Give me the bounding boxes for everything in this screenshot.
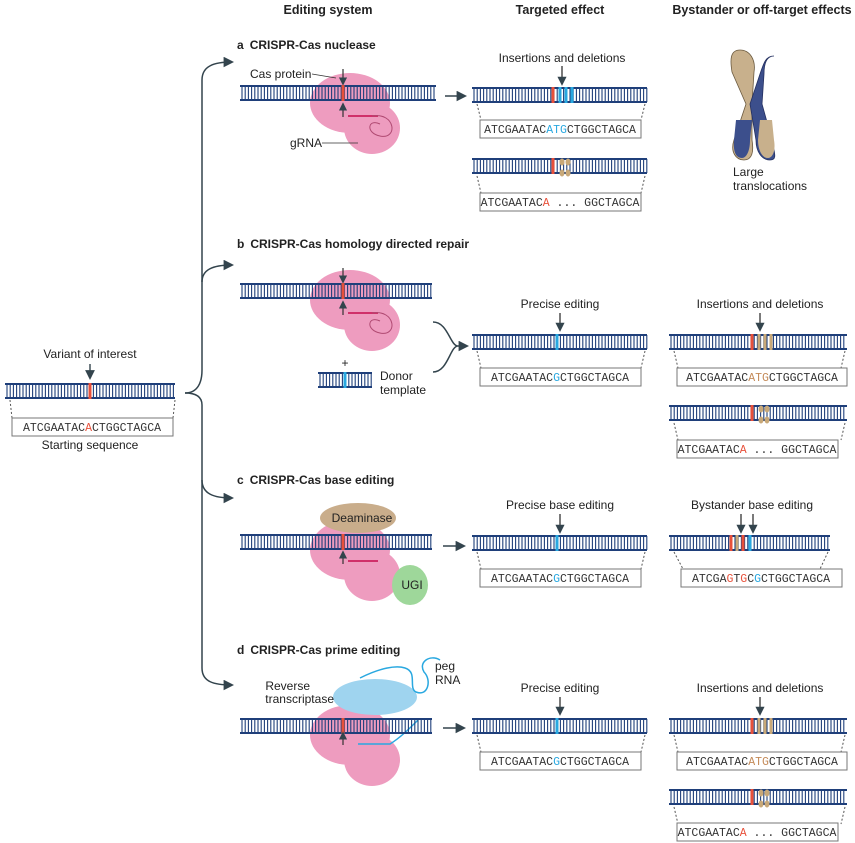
section-b-off-label: Insertions and deletions — [697, 297, 824, 311]
section-a-targeted-dna2 — [472, 158, 648, 174]
section-d-dna — [240, 718, 432, 734]
section-b-off2-box — [676, 439, 839, 459]
section-a-dna — [240, 85, 436, 101]
section-b-off1-text: ATCGAATACATGCTGGCTAGCA — [686, 372, 838, 385]
section-b-off-dna2 — [669, 405, 847, 421]
section-b-off-dna1 — [669, 334, 847, 350]
section-b-off1-box — [676, 367, 848, 387]
peg-label: peg — [435, 659, 455, 673]
ugi-label: UGI — [401, 578, 422, 592]
section-a-seq1-text: ATCGAATACATGCTGGCTAGCA — [484, 124, 636, 137]
grna-label: gRNA — [290, 136, 322, 150]
starting-sequence-caption: Starting sequence — [42, 438, 139, 452]
section-a-seq1-box — [479, 119, 642, 139]
section-d-off1-text: ATCGAATACATGCTGGCTAGCA — [686, 756, 838, 769]
variant-of-interest-label: Variant of interest — [43, 347, 137, 361]
section-a-targeted-label: Insertions and deletions — [499, 51, 626, 65]
plus-sign: + — [341, 356, 348, 370]
section-c-off-label: Bystander base editing — [691, 498, 813, 512]
header-editing-system: Editing system — [284, 3, 373, 17]
reverse-label: Reverse — [265, 679, 310, 693]
section-d-off1-box — [676, 751, 848, 771]
section-d-targeted-label: Precise editing — [521, 681, 600, 695]
section-d-seq-text: ATCGAATACGCTGGCTAGCA — [491, 756, 629, 769]
translocations-label: translocations — [733, 179, 807, 193]
peg-rna-strand — [359, 657, 441, 694]
start-seq-text: ATCGAATACACTGGCTAGCA — [23, 422, 161, 435]
section-d-off-dna2 — [669, 789, 847, 805]
header-targeted-effect: Targeted effect — [516, 3, 606, 17]
start-seq-box — [11, 417, 174, 437]
section-c-off-text: ATCGAGTGCGCTGGCTAGCA — [692, 573, 830, 586]
section-d-off-dna1 — [669, 718, 847, 734]
rna-label: RNA — [435, 673, 460, 687]
section-d-off2-text: ATCGAATACA ... GGCTAGCA — [678, 827, 837, 840]
section-b-dna — [240, 283, 432, 299]
deaminase-label: Deaminase — [332, 511, 393, 525]
header-bystander-effects: Bystander or off-target effects — [672, 3, 851, 17]
section-c-off-box — [680, 568, 843, 588]
section-a-seq2-box — [479, 192, 642, 212]
section-d-targeted-dna — [472, 718, 648, 734]
section-c-dna — [240, 534, 432, 550]
section-b-targeted-label: Precise editing — [521, 297, 600, 311]
chromosome-translocation-icon — [730, 49, 776, 161]
section-b-seq-box — [479, 367, 642, 387]
starting-sequence-group: Variant of interest ATCGAATACACTGGCTAGCA… — [5, 347, 176, 452]
section-a-seq2-text: ATCGAATACA ... GGCTAGCA — [481, 197, 640, 210]
section-b-targeted-dna — [472, 334, 648, 350]
section-b-seq-text: ATCGAATACGCTGGCTAGCA — [491, 372, 629, 385]
section-d-off2-box — [676, 822, 839, 842]
section-c-targeted-label: Precise base editing — [506, 498, 614, 512]
branch-connector — [184, 56, 235, 691]
section-c-off-dna — [669, 535, 830, 551]
template-label: template — [380, 383, 426, 397]
section-a-targeted-dna1 — [472, 87, 648, 103]
section-c-seq-text: ATCGAATACGCTGGCTAGCA — [491, 573, 629, 586]
donor-template-dna — [318, 372, 372, 388]
cas-protein-label: Cas protein — [250, 67, 311, 81]
transcriptase-label: transcriptase — [265, 692, 334, 706]
ugi-shape — [392, 565, 428, 605]
donor-label: Donor — [380, 369, 413, 383]
section-d-off-label: Insertions and deletions — [697, 681, 824, 695]
reverse-transcriptase-shape — [333, 679, 417, 715]
section-d-seq-box — [479, 751, 642, 771]
section-c-targeted-dna — [472, 535, 648, 551]
section-c-seq-box — [479, 568, 642, 588]
section-b-off2-text: ATCGAATACA ... GGCTAGCA — [678, 444, 837, 457]
deaminase-shape — [320, 503, 396, 533]
large-label: Large — [733, 165, 764, 179]
start-dna-helix — [5, 383, 175, 399]
